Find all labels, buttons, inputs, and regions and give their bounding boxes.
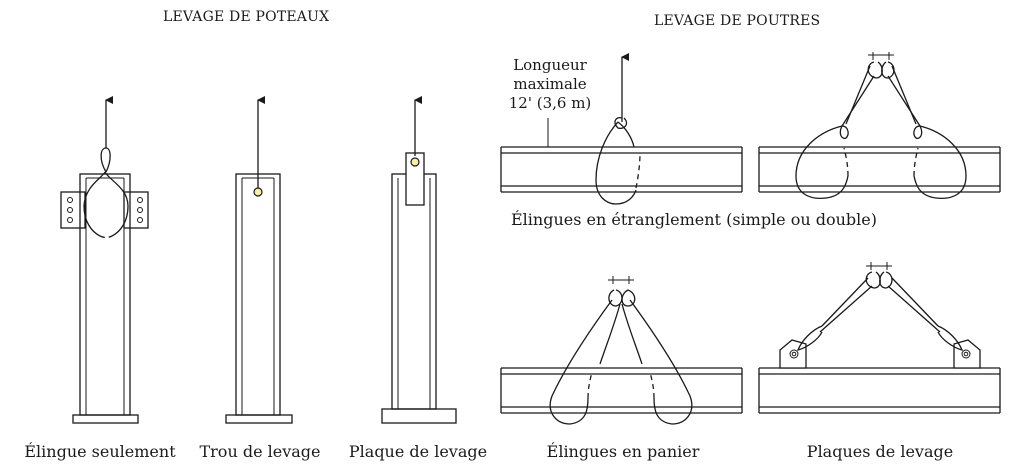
lug-bolts: [67, 197, 143, 223]
caption-sling-only: Élingue seulement: [24, 442, 176, 461]
column-sling-only: [60, 96, 149, 424]
column-lifting-hole: [225, 96, 293, 424]
hook: [608, 276, 634, 284]
left-lifting-lug: [779, 339, 807, 369]
heading-beam-lifting: LEVAGE DE POUTRES: [654, 13, 821, 29]
heading-column-lifting: LEVAGE DE POTEAUX: [163, 9, 330, 25]
base-plate: [225, 414, 293, 424]
caption-lifting-hole: Trou de levage: [199, 442, 321, 461]
sling-loop: [83, 171, 106, 237]
right-basket-loop: [629, 299, 693, 425]
hook: [866, 262, 892, 270]
right-lifting-lug: [953, 339, 981, 369]
note-line-1: Longueur: [513, 56, 587, 74]
lifting-hole: [253, 187, 263, 197]
caption-lifting-plates: Plaques de levage: [806, 442, 954, 461]
beam-lifting-plates: [758, 262, 1001, 414]
base-plate: [381, 408, 457, 424]
base-plate: [72, 414, 139, 424]
left-choker-loop: [795, 125, 849, 200]
beam-single-choker: [500, 53, 743, 205]
caption-basket-slings: Élingues en panier: [546, 442, 700, 461]
caption-choker-slings: Élingues en étranglement (simple ou doub…: [511, 210, 877, 229]
lifting-hole: [410, 157, 420, 167]
column-lifting-plate: [381, 96, 457, 424]
right-choker-loop: [913, 125, 967, 200]
left-basket-loop: [549, 299, 613, 425]
choker-loop: [595, 121, 637, 205]
max-length-note: Longueur maximale 12' (3,6 m): [502, 56, 598, 113]
beam-basket-slings: [500, 276, 743, 425]
beam-double-choker: [758, 52, 1001, 200]
column-body: [391, 173, 437, 410]
note-line-2: maximale: [513, 75, 587, 93]
column-body: [79, 173, 131, 416]
caption-lifting-plate: Plaque de levage: [348, 442, 488, 461]
hook: [868, 52, 894, 60]
note-line-3: 12' (3,6 m): [508, 94, 592, 112]
column-body: [235, 173, 281, 416]
